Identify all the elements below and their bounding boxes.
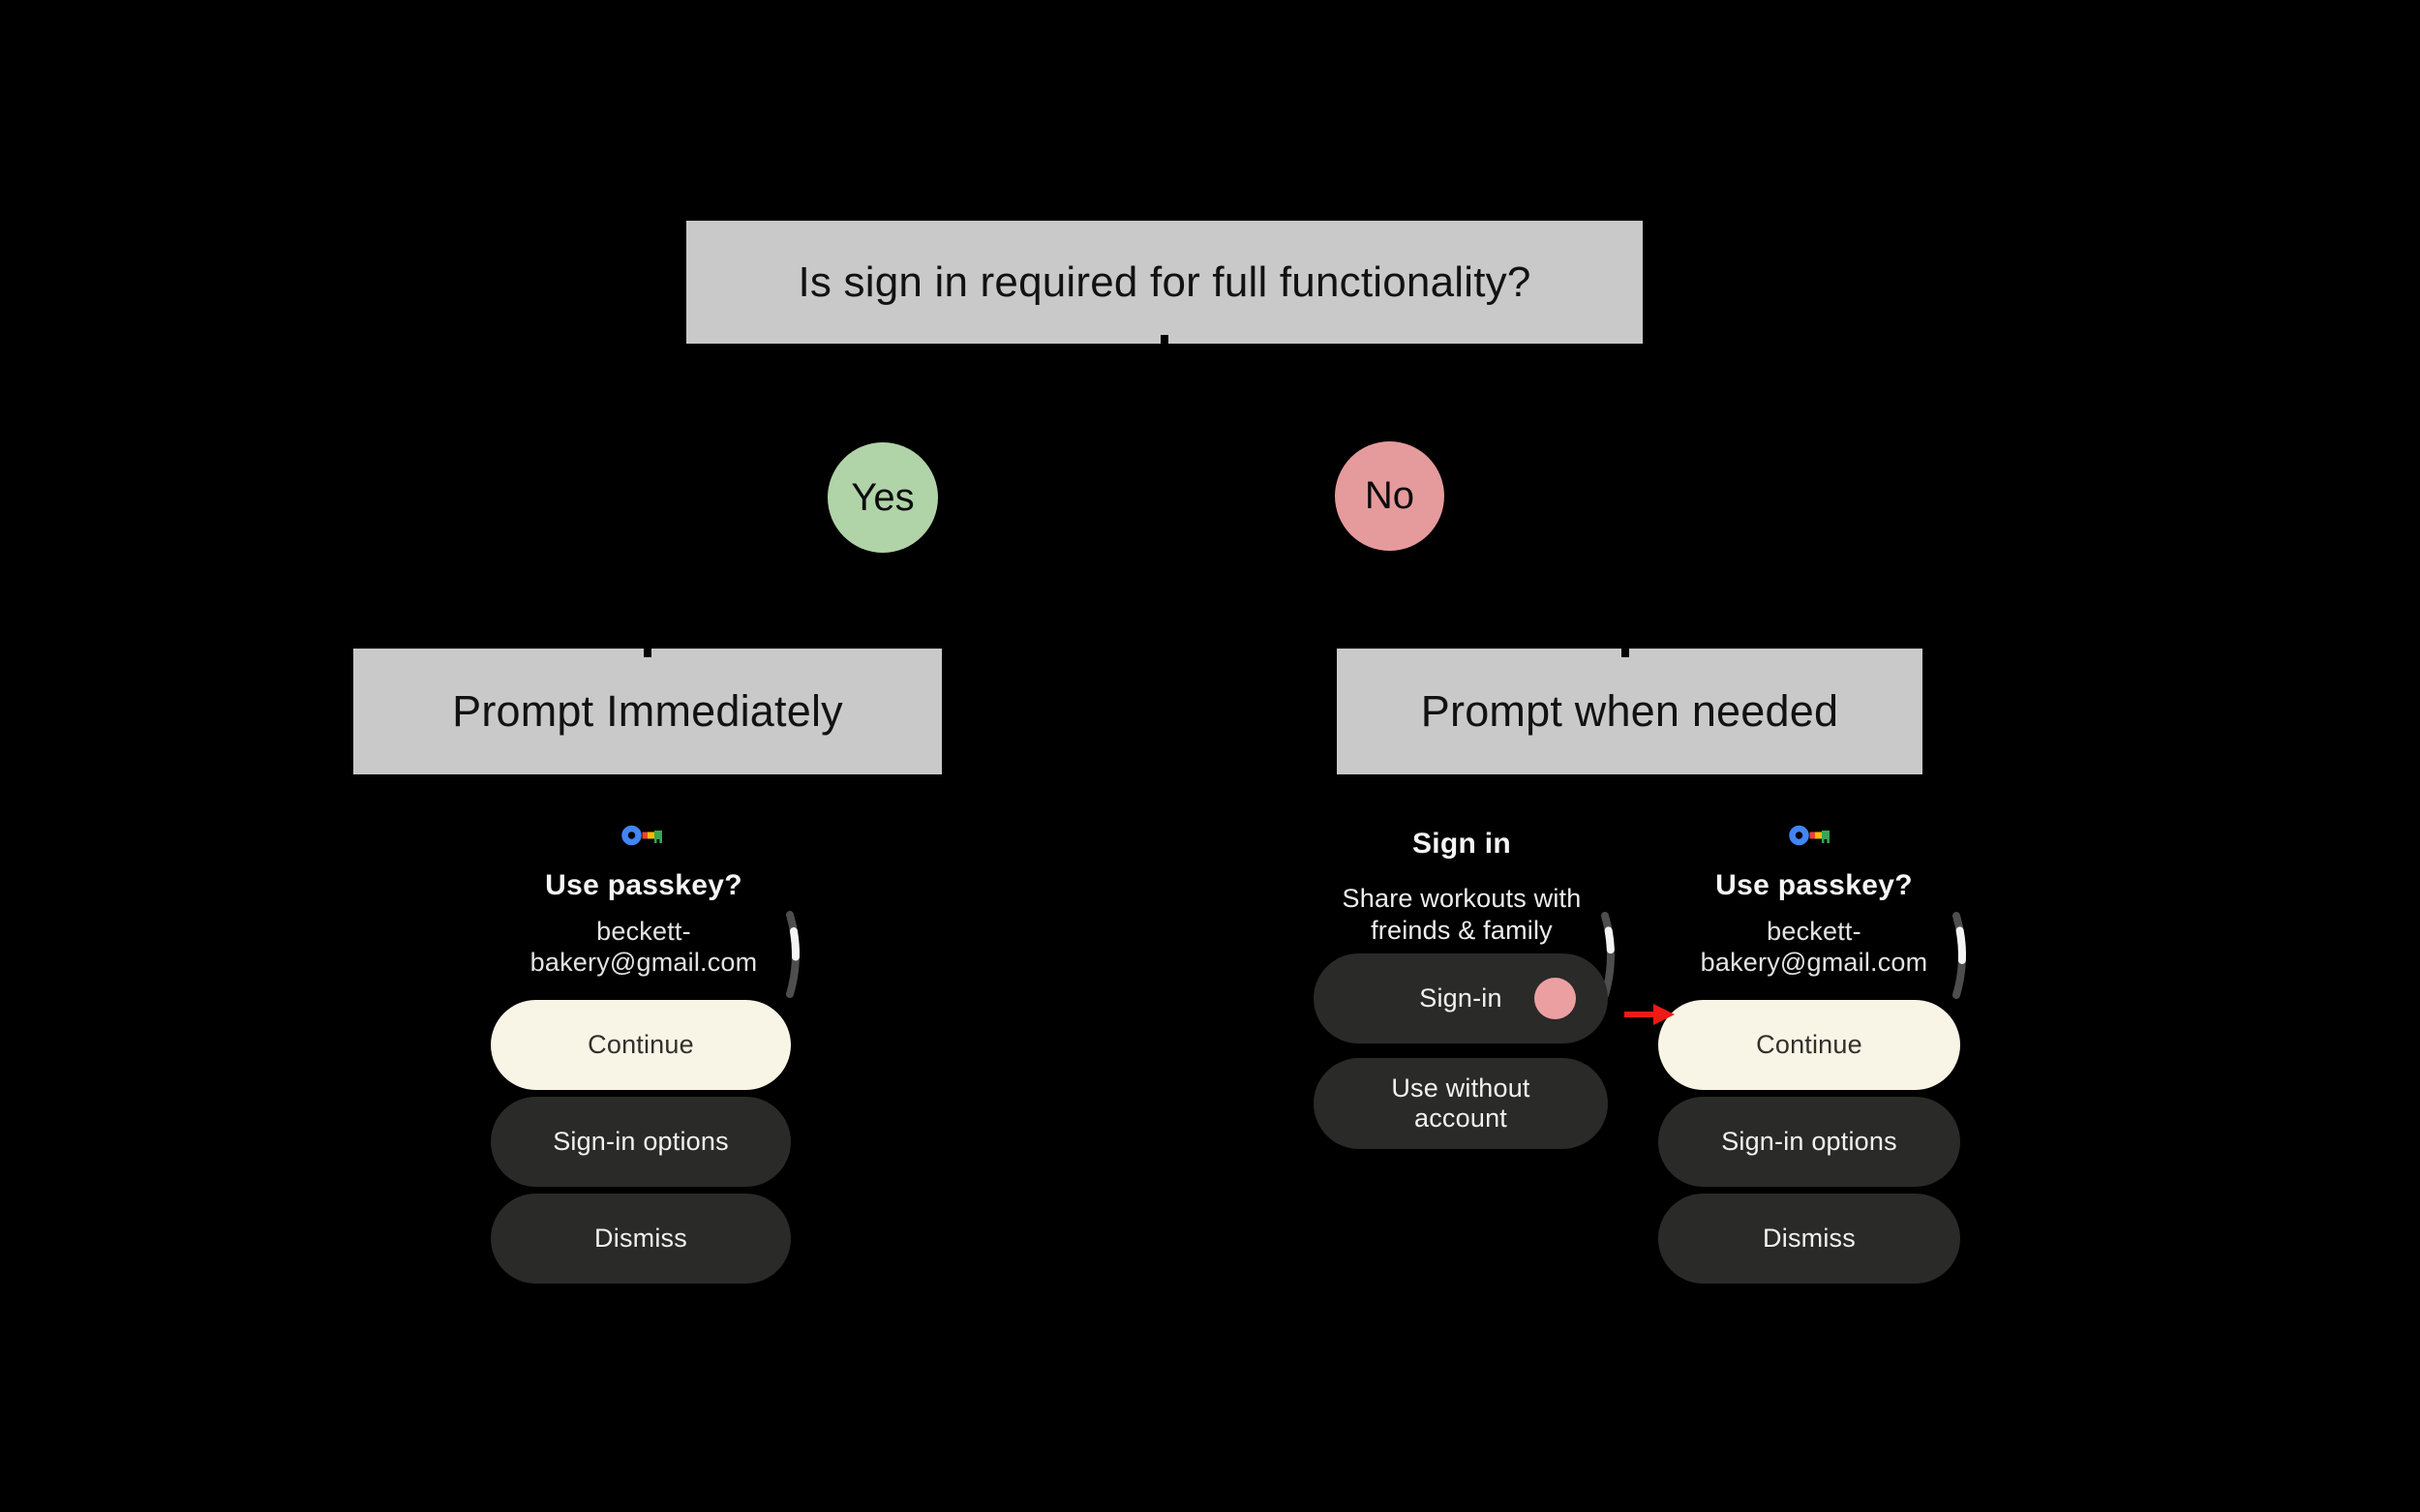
continue-button[interactable]: Continue	[491, 1000, 791, 1090]
passkey-title: Use passkey?	[545, 869, 742, 901]
account-email: beckett- bakery@gmail.com	[1651, 916, 1977, 978]
dismiss-button[interactable]: Dismiss	[491, 1194, 791, 1284]
branch-no-text: Prompt when needed	[1420, 686, 1839, 736]
connector-tick	[1161, 335, 1168, 344]
scroll-indicator[interactable]	[785, 910, 804, 1004]
continue-button[interactable]: Continue	[1658, 1000, 1960, 1090]
account-email-line2: bakery@gmail.com	[1700, 948, 1928, 977]
arrow-right-icon	[1624, 1004, 1675, 1030]
branch-title-prompt-when-needed: Prompt when needed	[1337, 649, 1922, 774]
scroll-indicator[interactable]	[1951, 911, 1971, 1005]
account-email-line1: beckett-	[1767, 917, 1861, 946]
dismiss-button[interactable]: Dismiss	[1658, 1194, 1960, 1284]
no-node: No	[1335, 441, 1444, 551]
passkey-icon	[621, 824, 662, 852]
signin-screen: Sign in Share workouts with freinds & fa…	[1307, 811, 1617, 1305]
signin-title: Sign in	[1411, 828, 1512, 860]
signin-options-button[interactable]: Sign-in options	[1658, 1097, 1960, 1187]
passkey-screen-left: Use passkey? beckett- bakery@gmail.com C…	[484, 811, 803, 1305]
signin-subtitle-line1: Share workouts with	[1342, 884, 1582, 913]
use-without-account-button[interactable]: Use without account	[1314, 1058, 1608, 1149]
account-email-line2: bakery@gmail.com	[529, 948, 758, 977]
yes-label: Yes	[851, 475, 915, 519]
yes-node: Yes	[828, 442, 938, 553]
use-without-account-line2: account	[1414, 1104, 1507, 1133]
branch-title-prompt-immediately: Prompt Immediately	[353, 649, 942, 774]
connector-tick	[1621, 649, 1629, 657]
passkey-icon	[1789, 824, 1830, 852]
signin-subtitle-line2: freinds & family	[1371, 916, 1553, 945]
passkey-title: Use passkey?	[1715, 869, 1913, 901]
signin-subtitle: Share workouts with freinds & family	[1307, 883, 1617, 947]
signin-options-button[interactable]: Sign-in options	[491, 1097, 791, 1187]
no-label: No	[1364, 474, 1415, 517]
question-text: Is sign in required for full functionali…	[798, 257, 1531, 306]
signin-button[interactable]: Sign-in	[1314, 953, 1608, 1043]
scroll-indicator[interactable]	[1600, 911, 1619, 1005]
question-box: Is sign in required for full functionali…	[686, 221, 1643, 344]
passkey-screen-right: Use passkey? beckett- bakery@gmail.com C…	[1651, 811, 1977, 1305]
account-email-line1: beckett-	[596, 917, 691, 946]
branch-yes-text: Prompt Immediately	[452, 686, 843, 736]
use-without-account-line1: Use without	[1391, 1074, 1530, 1103]
account-email: beckett- bakery@gmail.com	[484, 916, 803, 978]
connector-tick	[644, 649, 651, 657]
